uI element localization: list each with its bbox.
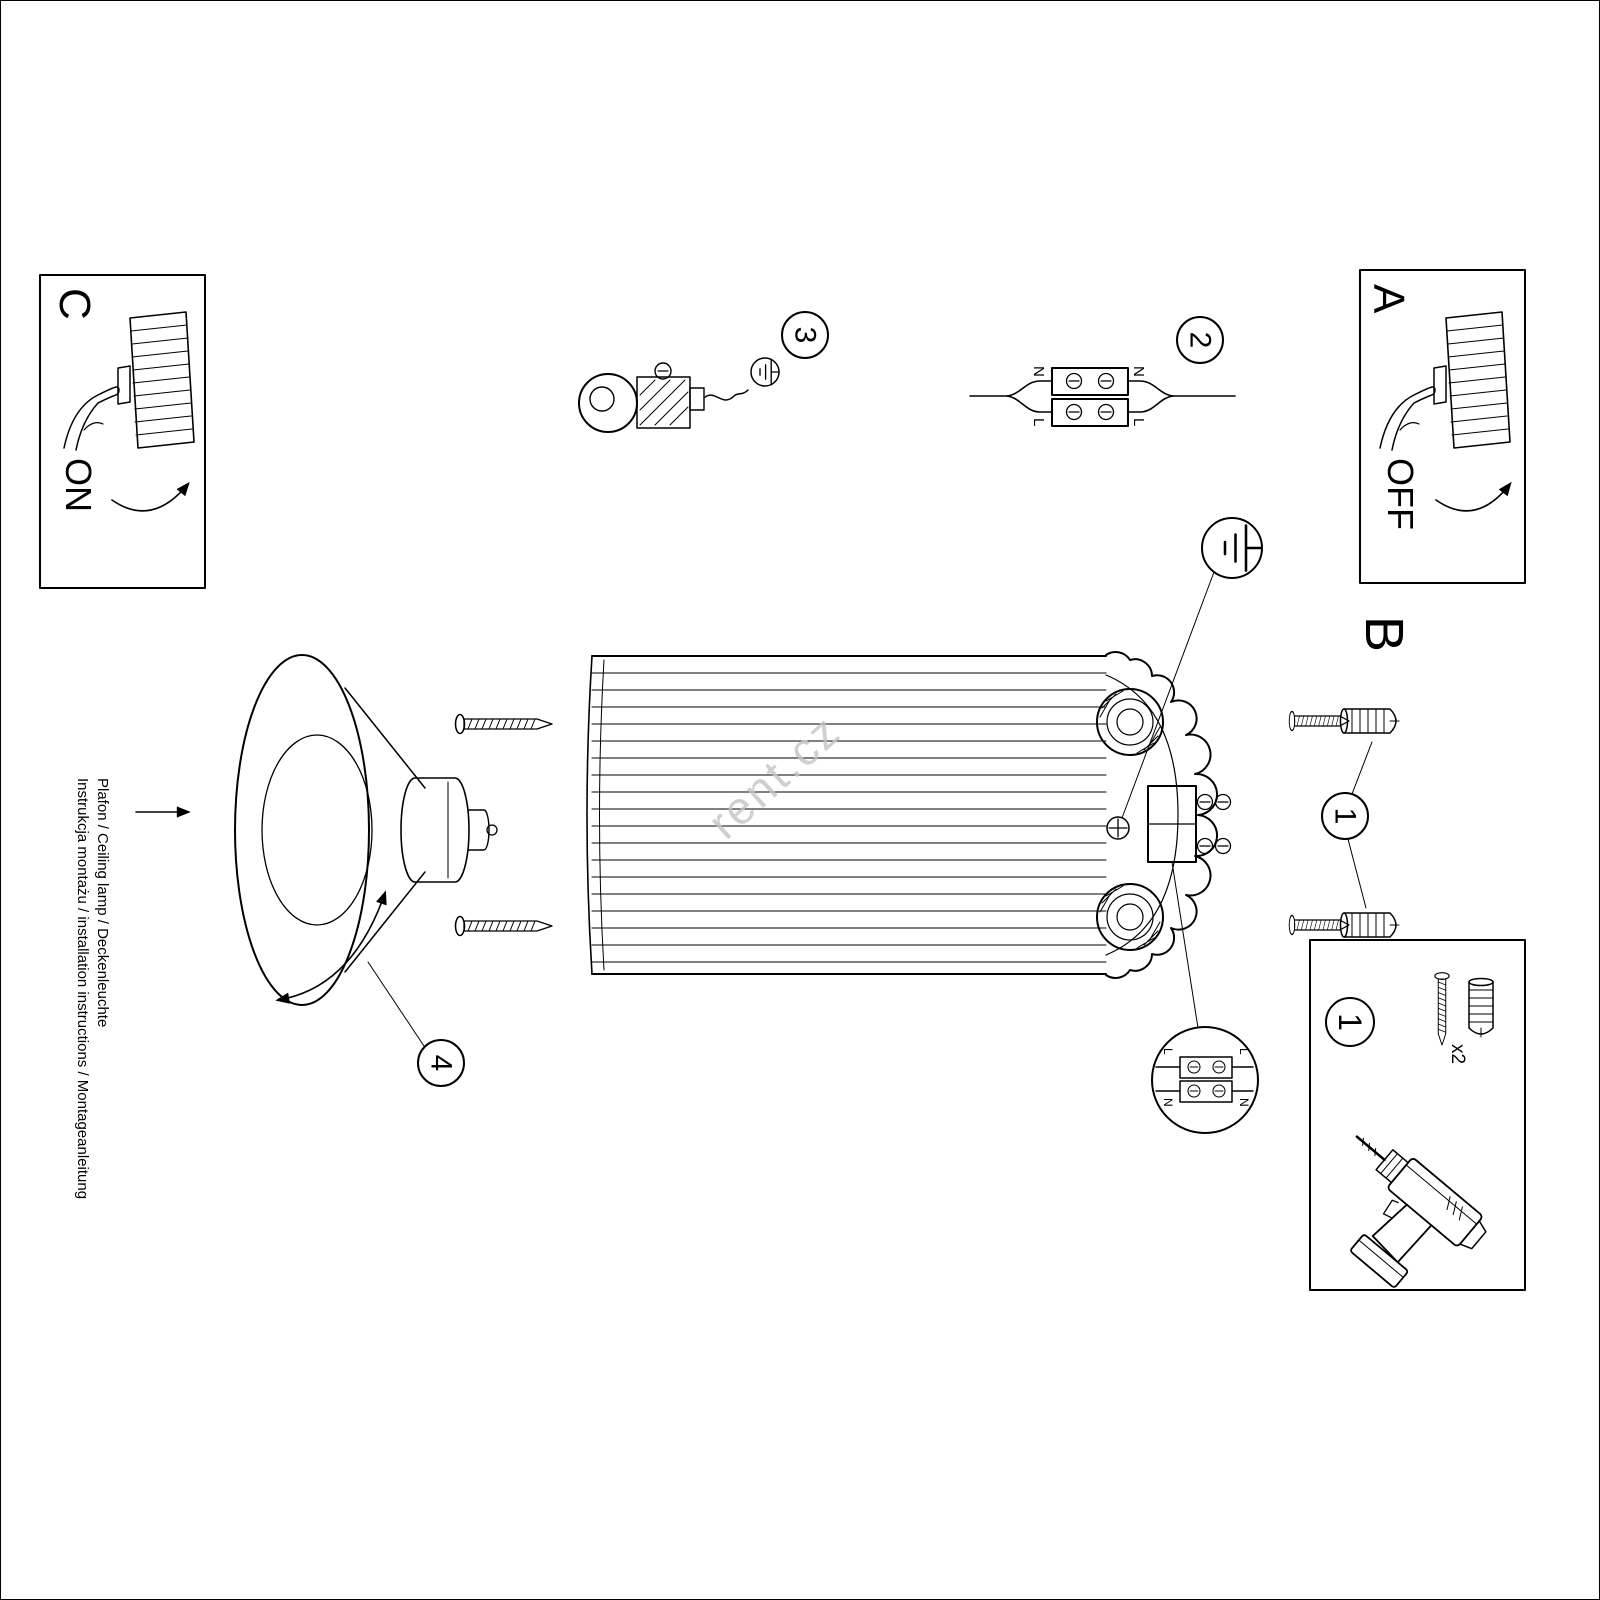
detail-label-n-right: N: [1237, 1098, 1251, 1107]
dowel-quantity-label: x2: [1447, 1044, 1468, 1064]
detail-circle: [1151, 1026, 1259, 1134]
tools-box: 1 x2: [1309, 939, 1526, 1291]
ground-screw-icon: [1106, 816, 1130, 840]
panel-a-label: A: [1364, 284, 1413, 314]
detail-wires: [1155, 1066, 1254, 1092]
rotate-arrow-icon: [275, 890, 387, 1004]
earth-wire: [703, 389, 749, 401]
terminal-block-wiring: N L N L: [969, 366, 1236, 427]
step-1-leader-lines: [1347, 741, 1373, 909]
terminal-detail-circle: L N L N: [1151, 1026, 1259, 1134]
step-4-badge: [417, 1039, 465, 1087]
panel-a-frame: [1359, 269, 1526, 584]
panel-a: A OFF: [1359, 269, 1526, 584]
supply-wires: [969, 380, 1053, 413]
wire-label-l-left: L: [1030, 418, 1047, 426]
footer-title-line: Instrukcja montażu / installation instru…: [74, 778, 91, 1199]
panel-c: C ON: [39, 274, 206, 589]
ground-leader-line: [1121, 571, 1215, 819]
part-1-number: 1: [1332, 1013, 1368, 1031]
shade-outline: [591, 655, 1107, 975]
wire-label-n-right: N: [1130, 366, 1147, 377]
detail-label-l-left: L: [1161, 1048, 1175, 1055]
turn-on-arrow-icon: [111, 481, 190, 512]
part-1-badge: [1325, 997, 1375, 1047]
switch-on-label: ON: [58, 458, 99, 512]
canopy-rim: [234, 654, 370, 1006]
cable-gland-icon: [578, 362, 749, 433]
step-1-number: 1: [1329, 808, 1362, 825]
shade-ribs: [591, 672, 1107, 963]
section-b-label: B: [1354, 616, 1414, 652]
shade-left-rim-inner: [599, 659, 605, 971]
canopy-group: 4: [135, 654, 498, 1087]
ground-symbol-small: [750, 357, 780, 387]
lamp-body: [586, 651, 1232, 1029]
shade-left-rim: [586, 655, 593, 975]
canopy-socket-icon: [400, 777, 498, 883]
lamp-wires: [1127, 380, 1236, 413]
step-1-badge: [1321, 792, 1369, 840]
drill-icon: [1350, 1135, 1487, 1288]
wire-label-l-right: L: [1130, 418, 1147, 426]
panel-c-frame: [39, 274, 206, 589]
mounting-plate-inner-edge: [1105, 674, 1179, 956]
step-3-number: 3: [789, 327, 822, 344]
wall-plug-group: 1: [1288, 708, 1400, 938]
step-2-number: 2: [1184, 332, 1217, 349]
step-4-leader-line: [367, 961, 425, 1047]
ground-symbol-large: [1121, 517, 1263, 819]
step-2-group: 2 N L N L: [969, 316, 1236, 427]
detail-label-n-left: N: [1161, 1098, 1175, 1107]
switch-off-label: OFF: [1380, 458, 1421, 530]
mounting-plate-scalloped-edge: [1105, 651, 1218, 979]
detail-leader-line: [1171, 861, 1199, 1029]
step-4-number: 4: [425, 1055, 458, 1072]
tools-box-frame: [1309, 939, 1526, 1291]
step-3-badge: [781, 311, 829, 359]
panel-c-label: C: [50, 288, 99, 320]
step-3-group: 3: [578, 311, 829, 433]
wire-label-n-left: N: [1030, 366, 1047, 377]
detail-label-l-right: L: [1237, 1048, 1251, 1055]
step-2-badge: [1176, 316, 1224, 364]
turn-off-arrow-icon: [1435, 481, 1512, 512]
footer-product-line: Plafon / Ceiling lamp / Deckenleuchte: [94, 778, 111, 1027]
